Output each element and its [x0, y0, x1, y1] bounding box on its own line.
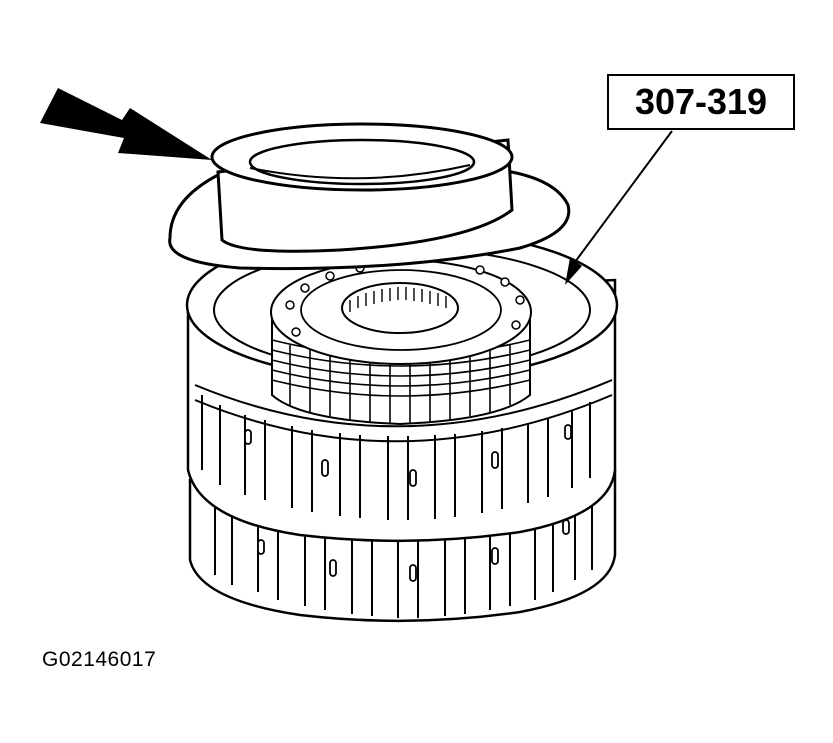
figure-id-label: G02146017	[42, 648, 157, 671]
special-tool-307-319	[168, 122, 571, 271]
leader-arrow-icon	[565, 130, 673, 285]
clutch-plate-pack	[270, 259, 532, 426]
tool-number-callout: 307-319	[607, 74, 795, 130]
pointer-arrow-icon	[40, 88, 212, 160]
